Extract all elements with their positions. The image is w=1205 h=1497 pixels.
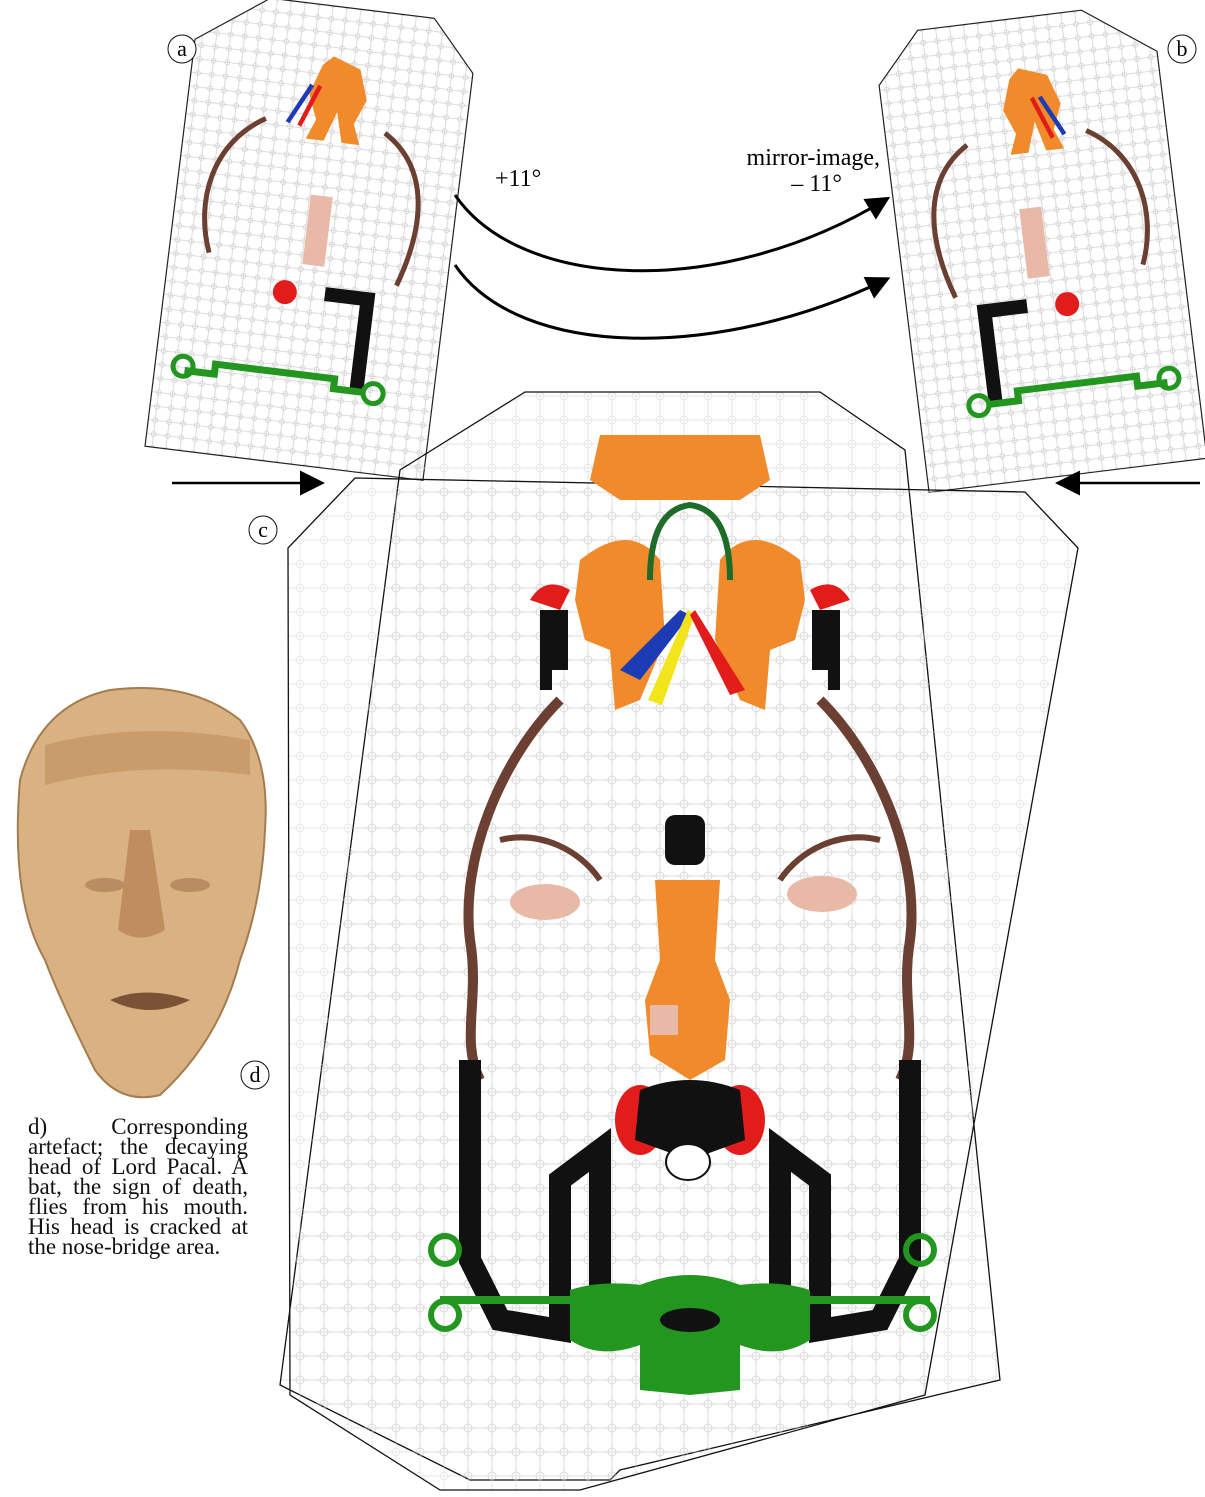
label-d: d: [250, 1062, 261, 1087]
curve-arrow-upper: [455, 195, 885, 271]
c-white-skull: [666, 1144, 710, 1180]
mirror-label-line2: – 11°: [790, 171, 842, 197]
curve-arrow-lower: [455, 265, 885, 338]
d-eye-left: [85, 878, 125, 892]
label-b-badge: b: [1168, 35, 1196, 63]
panel-b: [873, 2, 1205, 493]
mirror-label-line1: mirror-image,: [747, 145, 880, 171]
c-skin-left: [510, 884, 580, 920]
d-eye-right: [170, 878, 210, 892]
label-a-badge: a: [168, 35, 196, 63]
panel-d-caption: d) Corresponding artefact; the decaying …: [28, 1117, 248, 1257]
c-skin-center: [650, 1005, 678, 1035]
label-a: a: [177, 36, 187, 61]
panel-d-head: [18, 688, 266, 1097]
panel-a: [145, 0, 479, 480]
panel-c: [280, 392, 1078, 1490]
c-orange-column: [645, 880, 730, 1080]
label-c-badge: c: [249, 516, 277, 544]
c-black-mask: [665, 815, 705, 865]
label-c: c: [258, 517, 268, 542]
label-d-badge: d: [241, 1061, 269, 1089]
c-black-monster-eyes: [660, 1308, 720, 1332]
c-orange-headdress: [590, 435, 770, 500]
c-skin-right: [787, 876, 857, 912]
rotate-a-label: +11°: [495, 166, 541, 192]
label-b: b: [1177, 36, 1188, 61]
